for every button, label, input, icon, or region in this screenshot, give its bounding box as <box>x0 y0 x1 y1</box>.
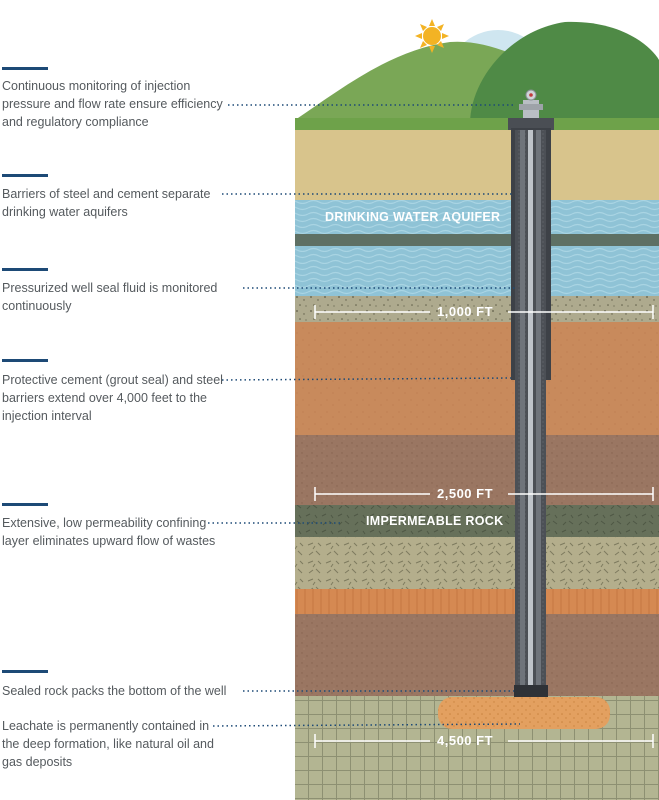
hill-back <box>470 21 659 125</box>
injection-well <box>508 89 554 697</box>
aquifer-layer-upper <box>295 200 659 234</box>
sand-layer <box>295 296 659 322</box>
annotation-text: Leachate is permanently contained in the… <box>2 719 214 769</box>
grass-strip <box>295 118 659 130</box>
packer-seal <box>514 685 548 697</box>
annotation-text: Barriers of steel and cement separate dr… <box>2 187 211 219</box>
tubing-left <box>520 130 525 690</box>
annotation-text: Extensive, low permeability confining la… <box>2 516 216 548</box>
accent-bar <box>2 503 48 506</box>
leachate-pocket <box>438 697 610 729</box>
annotation-text: Pressurized well seal fluid is monitored… <box>2 281 218 313</box>
impermeable-rock-label: IMPERMEABLE ROCK <box>366 514 504 528</box>
landscape <box>295 19 659 134</box>
wellhead-base <box>508 118 554 130</box>
gravel-layer <box>295 537 659 589</box>
deep-brown-layer <box>295 614 659 696</box>
leader-leachate <box>212 723 521 727</box>
depth-label-4500: 4,500 FT <box>437 733 494 748</box>
accent-bar <box>2 359 48 362</box>
depth-marker-4500 <box>314 734 654 748</box>
depth-label-1000: 1,000 FT <box>437 304 494 319</box>
ground-layers <box>295 130 659 800</box>
accent-bar <box>2 268 48 271</box>
annotation-text: Continuous monitoring of injection press… <box>2 79 223 129</box>
leader-cement <box>221 377 512 381</box>
injection-tube <box>528 130 533 695</box>
wellhead-valve-icon <box>519 89 543 118</box>
annotation-text: Protective cement (grout seal) and steel… <box>2 373 223 423</box>
aquitard-band <box>295 234 659 246</box>
leader-lines <box>208 104 521 727</box>
depth-marker-2500 <box>314 487 654 501</box>
depth-marker-1000 <box>314 305 654 319</box>
clay-layer <box>295 322 659 435</box>
annotation-text: Sealed rock packs the bottom of the well <box>2 684 227 698</box>
orange-band-layer <box>295 589 659 614</box>
depth-markers <box>314 305 654 748</box>
accent-bar <box>2 67 48 70</box>
depth-label-2500: 2,500 FT <box>437 486 494 501</box>
impermeable-rock-layer <box>295 505 659 537</box>
accent-bar <box>2 670 48 673</box>
tubing-right <box>536 130 541 690</box>
topsoil-layer <box>295 130 659 200</box>
aquifer-label: DRINKING WATER AQUIFER <box>325 210 501 224</box>
sun-icon <box>415 19 449 53</box>
accent-bar <box>2 174 48 177</box>
